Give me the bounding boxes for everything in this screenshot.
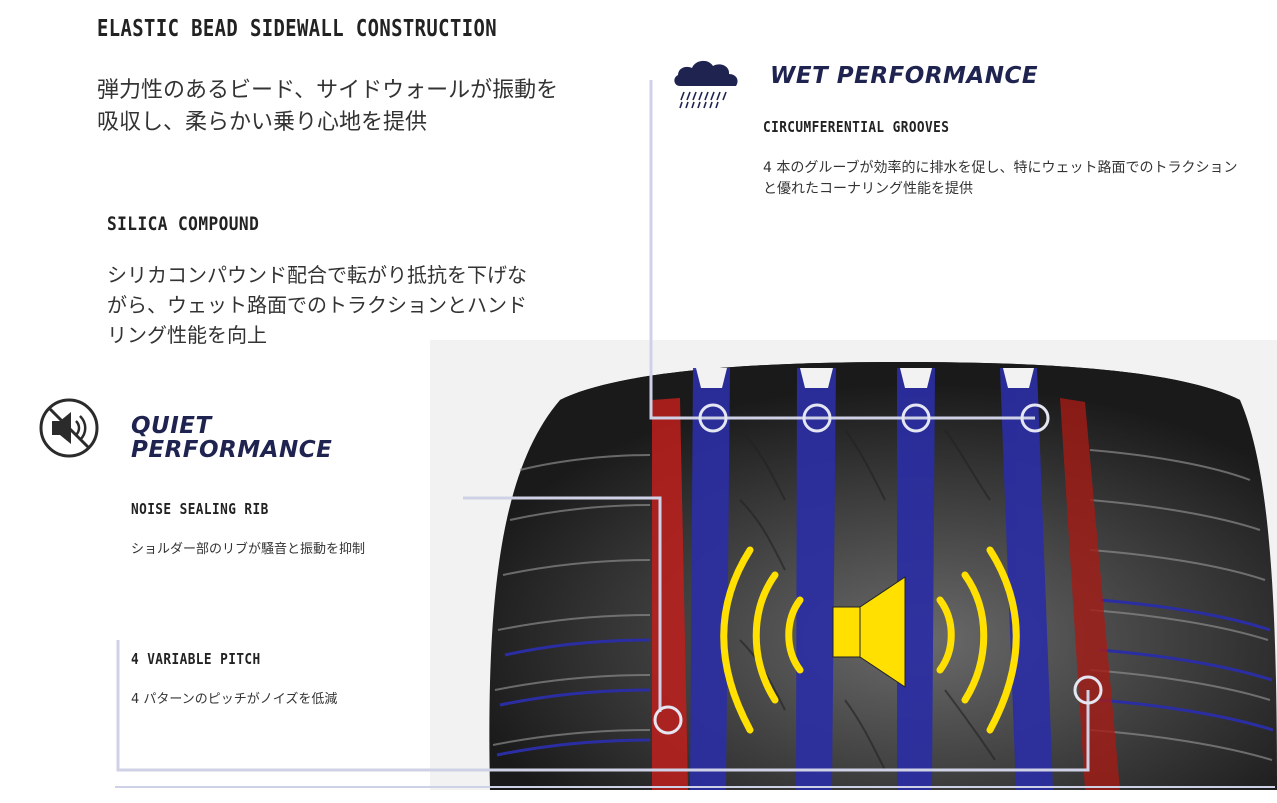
circumferential-grooves-heading: CIRCUMFERENTIAL GROOVES [763, 118, 950, 136]
quiet-title-line2: PERFORMANCE [131, 437, 333, 463]
silica-compound-heading: SILICA COMPOUND [107, 213, 260, 235]
noise-sealing-rib-description: ショルダー部のリブが騒音と振動を抑制 [131, 542, 366, 557]
callout-markers [653, 403, 1103, 735]
speaker-graphic [720, 546, 1020, 734]
callout-lines [116, 80, 1090, 772]
noise-sealing-rib-heading: NOISE SEALING RIB [131, 500, 269, 518]
quiet-title-line1: QUIET [131, 413, 212, 439]
groove-notches [696, 368, 1034, 388]
quiet-performance-title: QUIET PERFORMANCE [131, 414, 332, 462]
wet-performance-title: WET PERFORMANCE [770, 63, 1039, 89]
bottom-divider [115, 786, 1275, 788]
speaker-muted-icon [39, 398, 99, 458]
silica-compound-description: シリカコンパウンド配合で転がり抵抗を下げながら、ウェット路面でのトラクションとハ… [107, 263, 527, 347]
variable-pitch-heading: 4 VARIABLE PITCH [131, 650, 261, 668]
circumferential-grooves [690, 368, 1053, 790]
tread-sipes [739, 429, 996, 771]
variable-pitch-description: 4 パターンのピッチがノイズを低減 [131, 692, 338, 707]
rain-cloud-icon [674, 60, 738, 109]
right-shoulder-blue-ribs [1099, 598, 1274, 732]
left-shoulder-blue-ribs [496, 638, 651, 757]
elastic-bead-heading: ELASTIC BEAD SIDEWALL CONSTRUCTION [97, 16, 498, 42]
tire-shoulder-top [560, 362, 1240, 420]
circumferential-grooves-description: 4 本のグルーブが効率的に排水を促し、特にウェット路面でのトラクションと優れたコ… [763, 160, 1238, 197]
left-shoulder-blocks [492, 454, 651, 746]
noise-sealing-rib-right [1060, 398, 1120, 790]
elastic-bead-description: 弾力性のあるビード、サイドウォールが振動を吸収し、柔らかい乗り心地を提供 [97, 78, 559, 135]
tire-body [489, 362, 1277, 790]
